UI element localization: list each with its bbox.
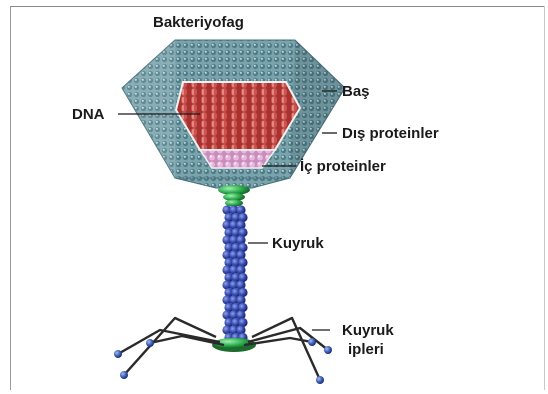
- fiber-tip: [146, 339, 154, 347]
- label-outer-proteins: Dış proteinler: [342, 125, 439, 142]
- diagram-title: Bakteriyofag: [153, 14, 244, 31]
- inner-protein-core: [200, 150, 275, 168]
- phage-collar: [218, 185, 250, 207]
- tail-fiber: [124, 318, 216, 375]
- phage-tail: [222, 205, 247, 342]
- fiber-tip: [114, 350, 122, 358]
- dna-core: [176, 82, 300, 150]
- label-inner-proteins: İç proteinler: [300, 158, 386, 175]
- label-tail-fibers-line1: Kuyruk: [342, 322, 394, 339]
- fiber-tip: [324, 346, 332, 354]
- tail-fiber: [252, 318, 320, 380]
- label-tail-fibers-line2: ipleri: [348, 341, 384, 358]
- label-head: Baş: [342, 83, 370, 100]
- label-tail: Kuyruk: [272, 235, 324, 252]
- fiber-tip: [120, 371, 128, 379]
- label-dna: DNA: [72, 106, 105, 123]
- capsid-facet-left: [122, 40, 175, 178]
- fiber-tip: [316, 376, 324, 384]
- fiber-tip: [308, 338, 316, 346]
